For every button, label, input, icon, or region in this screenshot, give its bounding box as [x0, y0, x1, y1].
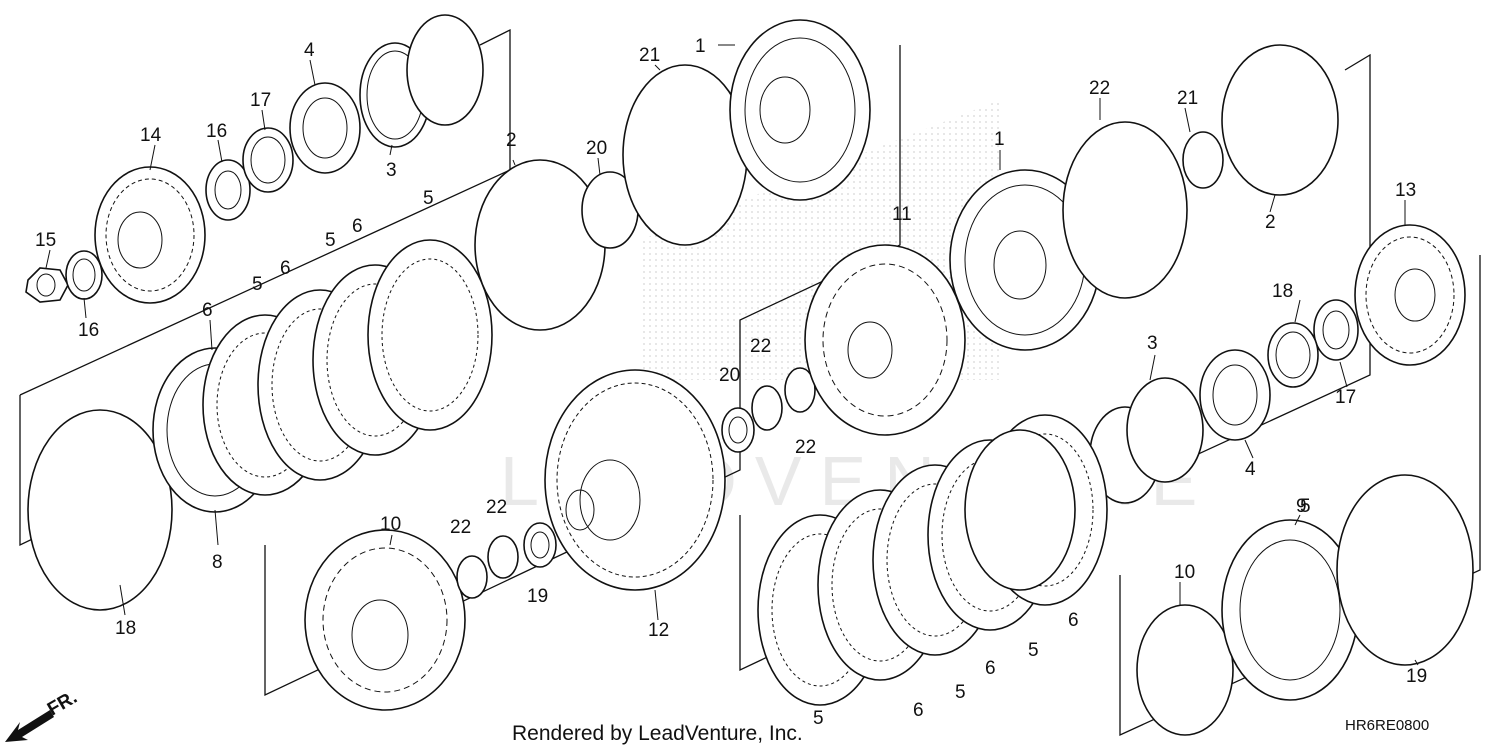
- callout-22: 22: [795, 437, 816, 458]
- callout-22: 22: [750, 336, 771, 357]
- callout-18: 19: [1406, 666, 1427, 687]
- front-arrow-icon: [5, 710, 54, 742]
- callout-3: 3: [386, 160, 397, 181]
- callout-1: 1: [695, 36, 706, 57]
- callout-6: 6: [352, 216, 363, 237]
- part-washer-15: [65, 250, 103, 300]
- callout-5: 5: [423, 188, 434, 209]
- part-hub-gear-11: [544, 369, 726, 591]
- callout-5: 5: [813, 708, 824, 729]
- callout-5: 5: [1300, 496, 1311, 517]
- callout-19: 20: [719, 365, 740, 386]
- callout-6: 6: [280, 258, 291, 279]
- callout-2: 2: [1265, 212, 1276, 233]
- part-gear-13: [94, 166, 206, 304]
- callout-10: 11: [892, 204, 912, 225]
- callout-15: 16: [78, 320, 99, 341]
- part-piston-1-upper: [729, 19, 871, 201]
- part-snapring-3-right: [1089, 377, 1204, 504]
- part-plate-4-right: [1199, 349, 1271, 441]
- callout-20: 21: [1177, 88, 1198, 109]
- part-snapring-2-right: [1221, 44, 1339, 196]
- callout-20: 20: [586, 138, 607, 159]
- callout-4: 4: [1245, 459, 1256, 480]
- callout-17: 18: [1272, 281, 1293, 302]
- callout-11: 12: [648, 620, 669, 641]
- part-washer-16-right: [1313, 299, 1359, 361]
- callout-16: 16: [206, 121, 227, 142]
- callout-17: 17: [250, 90, 271, 111]
- front-direction-indicator: FR.: [5, 687, 81, 742]
- part-washer-16-left: [205, 159, 251, 221]
- callout-19: 19: [527, 586, 548, 607]
- part-plate-4-left: [289, 82, 361, 174]
- callout-21: 21: [639, 45, 660, 66]
- part-drum-10-right: [804, 244, 966, 436]
- part-oring-20-right: [1182, 131, 1224, 189]
- callout-22: 22: [486, 497, 507, 518]
- leader-lines: [45, 44, 1419, 666]
- callout-8: 9: [1296, 496, 1307, 517]
- callout-6: 6: [913, 700, 924, 721]
- callout-6: 6: [1068, 610, 1079, 631]
- callout-16: 17: [1335, 387, 1356, 408]
- part-snapring-9: [1136, 604, 1234, 736]
- callout-5: 5: [1028, 640, 1039, 661]
- callout-5: 5: [325, 230, 336, 251]
- callout-5: 5: [252, 274, 263, 295]
- callout-1: 1: [994, 129, 1005, 150]
- callout-14: 15: [35, 230, 56, 251]
- part-clutch-pack-right: [757, 414, 1108, 706]
- part-ring-17-right: [1267, 322, 1319, 388]
- part-bearing-19-lower: [523, 522, 557, 568]
- callout-5: 5: [955, 682, 966, 703]
- part-oring-22-lower: [456, 535, 519, 599]
- part-oring-22-upper: [751, 367, 816, 431]
- callout-3: 3: [1147, 333, 1158, 354]
- callout-7: 8: [212, 552, 223, 573]
- callout-21: 22: [1089, 78, 1110, 99]
- diagram-code: HR6RE0800: [1345, 717, 1429, 734]
- callout-6: 6: [985, 658, 996, 679]
- callout-13: 14: [140, 125, 162, 146]
- part-oring-21-right: [1062, 121, 1188, 299]
- part-ring-17-left: [242, 127, 294, 193]
- part-snapring-3-left: [359, 14, 484, 148]
- callout-4: 4: [304, 40, 315, 61]
- render-credit: Rendered by LeadVenture, Inc.: [512, 722, 803, 745]
- callout-12: 13: [1395, 180, 1416, 201]
- part-drum-10-left: [304, 529, 466, 711]
- callout-22: 22: [450, 517, 471, 538]
- callout-9: 10: [1174, 562, 1195, 583]
- part-gear-12: [1354, 224, 1466, 366]
- callout-10: 10: [380, 514, 401, 535]
- part-snapring-2-mid: [474, 159, 606, 331]
- callout-2: 2: [506, 130, 517, 151]
- callout-18: 18: [115, 618, 136, 639]
- part-bearing-19-upper: [721, 407, 755, 453]
- callout-6: 6: [202, 300, 213, 321]
- callout-labels: 1 1 2 2 3 3 4 4 5 5 5 5 5 5 5 6 6 6 6 6 …: [35, 36, 1427, 729]
- part-snapring-18-right: [1336, 474, 1474, 666]
- part-plate-8: [1221, 519, 1359, 701]
- part-oring-21-mid: [622, 64, 748, 246]
- part-clutch-pack-left: [27, 239, 493, 611]
- part-nut-14: [25, 267, 69, 303]
